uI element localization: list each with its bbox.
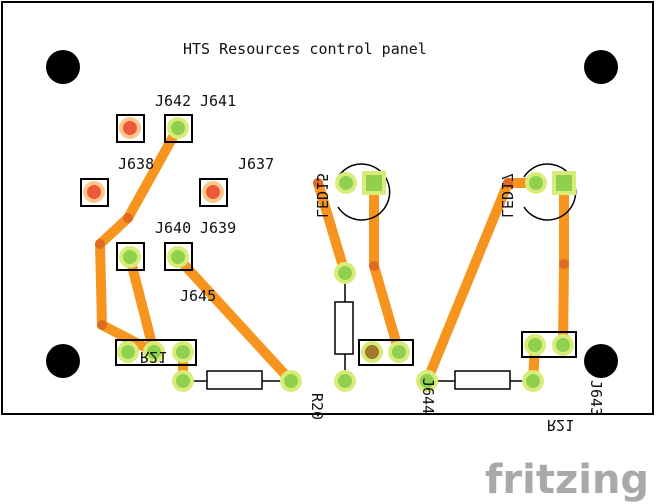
- mounting-hole-top-right: [584, 50, 618, 84]
- label-j639: J639: [200, 219, 236, 237]
- pad-res-top: [334, 262, 356, 284]
- trace-bend: [97, 320, 107, 330]
- pad-j642: [119, 117, 141, 139]
- pad-r21-right: [522, 370, 544, 392]
- pad-j640: [119, 246, 141, 268]
- label-j640: J640: [155, 219, 191, 237]
- pad-j643-2: [552, 334, 574, 356]
- trace: [173, 253, 296, 386]
- trace: [125, 253, 159, 357]
- resistor-vertical-body: [334, 301, 354, 355]
- pad-header-1: [117, 341, 139, 363]
- label-r20: R20: [308, 393, 326, 420]
- label-j643: J643: [587, 380, 605, 416]
- label-j638: J638: [118, 155, 154, 173]
- pad-header-3: [172, 341, 194, 363]
- pin-outline-j637: [199, 178, 228, 207]
- mounting-hole-bottom-right: [584, 344, 618, 378]
- label-led17: LED17: [498, 173, 516, 218]
- pad-j639: [167, 246, 189, 268]
- label-r21: R21: [547, 416, 574, 434]
- header-j643-outline: [521, 331, 577, 358]
- pad-r21-left: [416, 370, 438, 392]
- label-led15: LED15: [313, 173, 331, 218]
- pad-r20-right: [280, 370, 302, 392]
- header-j644-outline: [358, 339, 414, 366]
- label-j645: J645: [180, 287, 216, 305]
- pad-j641: [167, 117, 189, 139]
- pad-led17-a: [525, 172, 547, 194]
- pads: [83, 117, 576, 392]
- label-j642: J642: [155, 92, 191, 110]
- board-title: HTS Resources control panel: [183, 40, 427, 58]
- label-j641: J641: [200, 92, 236, 110]
- trace-bend: [123, 213, 133, 223]
- pad-led17-k: [552, 171, 576, 195]
- label-header-mirror: R21: [140, 348, 167, 366]
- label-j644: J644: [419, 378, 437, 414]
- fritzing-watermark: fritzing: [485, 457, 649, 503]
- trace: [313, 178, 350, 278]
- pad-j643-1: [524, 334, 546, 356]
- pin-outline-j638: [80, 178, 109, 207]
- trace-bend: [503, 178, 513, 188]
- pad-r20-left: [172, 370, 194, 392]
- trace-bend: [95, 239, 105, 249]
- pad-j644-1: [361, 341, 383, 363]
- trace-bend: [559, 259, 569, 269]
- trace-bend: [313, 178, 323, 188]
- label-j637: J637: [238, 155, 274, 173]
- resistor-r21-body: [454, 370, 511, 390]
- trace-vias: [95, 178, 569, 330]
- pad-led15-a: [335, 172, 357, 194]
- pad-led15-k: [362, 171, 386, 195]
- pad-j637: [202, 181, 224, 203]
- pin-outline-j639: [164, 242, 193, 271]
- trace-bend: [369, 261, 379, 271]
- pad-header-2: [143, 341, 165, 363]
- pin-outlines: [80, 114, 228, 271]
- pin-outline-j640: [116, 242, 145, 271]
- pad-res-bottom: [334, 370, 356, 392]
- mounting-hole-bottom-left: [46, 344, 80, 378]
- led15-outline: [337, 163, 391, 221]
- header-jk-outline: [115, 339, 197, 366]
- pad-j644-2: [388, 341, 410, 363]
- pad-j638: [83, 181, 105, 203]
- mounting-hole-top-left: [46, 50, 80, 84]
- pin-outline-j642: [116, 114, 145, 143]
- pin-outline-j641: [164, 114, 193, 143]
- resistor-r20-body: [206, 370, 263, 390]
